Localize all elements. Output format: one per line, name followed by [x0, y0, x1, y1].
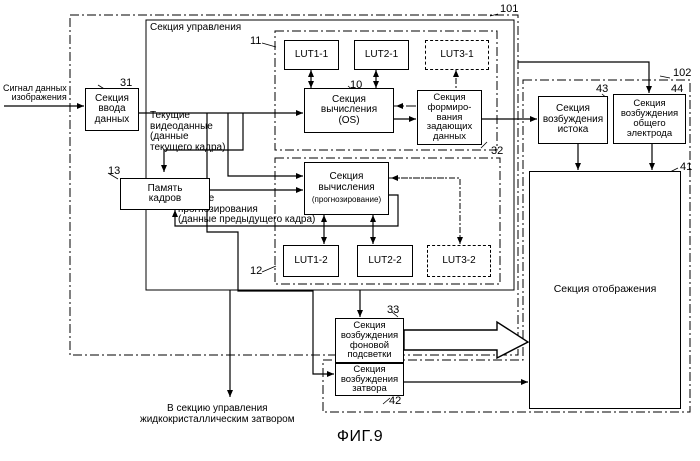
backlight-hollow-arrow — [404, 322, 528, 358]
ref-13: 13 — [108, 166, 120, 178]
control-section-label: Секция управления — [150, 23, 241, 34]
gate-driver-block: Секция возбуждения затвора — [335, 363, 404, 396]
ref-11: 11 — [250, 36, 261, 48]
ref-42: 42 — [389, 396, 401, 408]
backlight-driver-block: Секция возбуждения фоновой подсветки — [335, 318, 404, 363]
data-input-block: Секция ввода данных — [85, 88, 139, 131]
lut3-1-block: LUT3-1 — [425, 40, 489, 70]
to-shutter-label: В секцию управления жидкокристаллическим… — [140, 404, 295, 425]
common-electrode-driver-block: Секция возбуждения общего электрода — [613, 94, 686, 144]
reference-data-generation-block: Секция формиро- вания задающих данных — [417, 90, 482, 145]
current-data-label: Текущие видеоданные (данные текущего кад… — [150, 111, 225, 153]
lut1-1-block: LUT1-1 — [284, 40, 339, 70]
input-signal-label: Сигнал данных изображения — [3, 84, 67, 103]
frame-memory-block: Память кадров — [120, 178, 210, 210]
source-driver-block: Секция возбуждения истока — [538, 96, 608, 144]
ref-33: 33 — [387, 305, 399, 317]
lut2-2-block: LUT2-2 — [357, 245, 413, 277]
display-section-block: Секция отображения — [529, 171, 681, 409]
ref-32: 32 — [491, 146, 503, 158]
calc-prediction-title: Секция вычисления — [318, 172, 374, 193]
lut2-1-block: LUT2-1 — [354, 40, 409, 70]
figure-caption: ФИГ.9 — [300, 428, 420, 446]
ref-43: 43 — [596, 84, 608, 96]
lut1-2-block: LUT1-2 — [283, 245, 339, 277]
ref-12: 12 — [250, 266, 262, 278]
lut3-2-block: LUT3-2 — [427, 245, 491, 277]
ref-102: 102 — [673, 68, 691, 80]
ref-101: 101 — [500, 4, 518, 16]
calc-prediction-block: Секция вычисления (прогнозирование) — [304, 162, 389, 215]
ref-41: 41 — [680, 162, 692, 174]
calc-prediction-subtitle: (прогнозирование) — [312, 196, 381, 204]
calc-os-block: Секция вычисления (OS) — [304, 88, 394, 133]
